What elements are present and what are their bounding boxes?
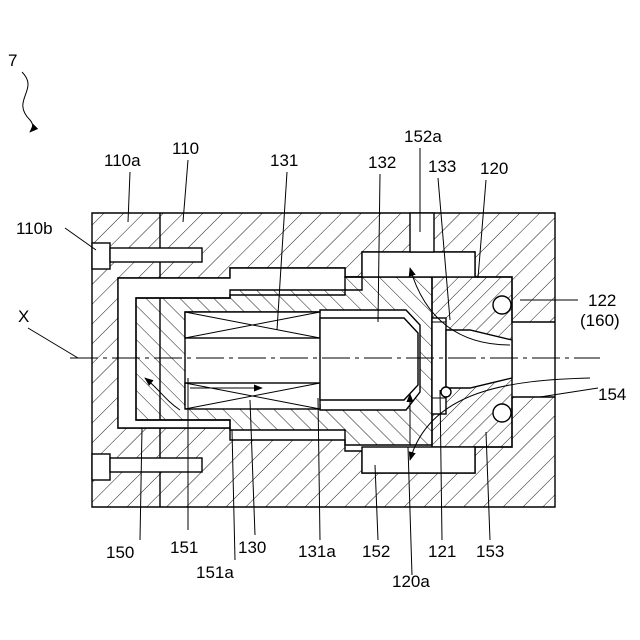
label-154: 154 [598,385,626,404]
valve-seat-121 [432,277,512,447]
label-152: 152 [362,542,390,561]
label-152a: 152a [404,127,442,146]
label-130: 130 [238,538,266,557]
plunger-132 [320,318,418,400]
label-121: 121 [428,542,456,561]
label-131a: 131a [298,542,336,561]
label-133: 133 [428,157,456,176]
label-7: 7 [8,51,17,70]
label-151: 151 [170,538,198,557]
label-160: (160) [580,311,620,330]
label-150: 150 [106,543,134,562]
label-151a: 151a [196,563,234,582]
label-120a: 120a [392,572,430,591]
label-120: 120 [480,159,508,178]
label-122: 122 [588,291,616,310]
label-132: 132 [368,153,396,172]
coil-130 [185,312,320,409]
label-110b: 110b [16,219,53,238]
label-153: 153 [476,542,504,561]
label-x-axis: X [18,307,29,326]
label-131: 131 [270,151,298,170]
label-110: 110 [172,139,199,158]
label-110a: 110a [104,151,141,170]
